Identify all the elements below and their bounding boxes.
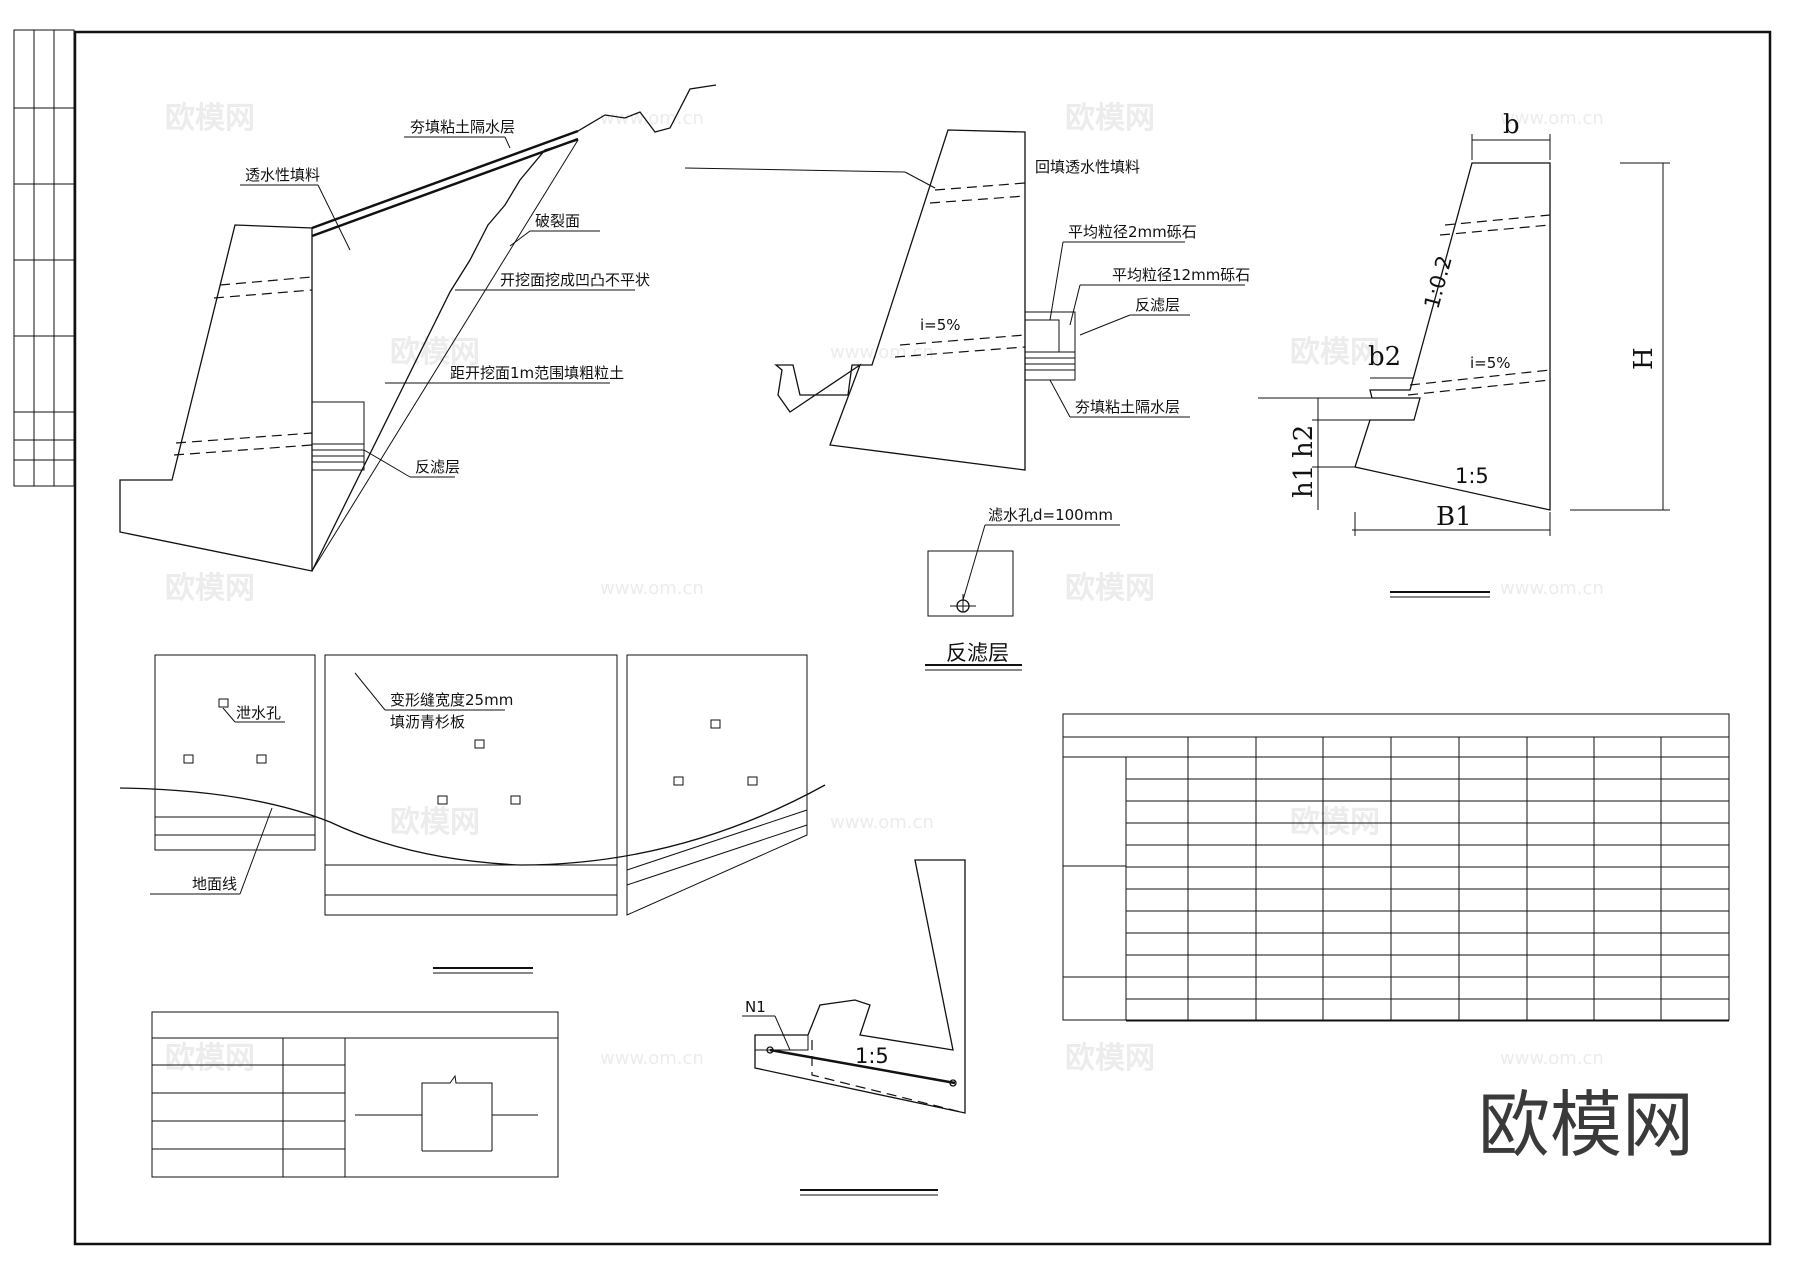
label-coarse-soil: 距开挖面1m范围填粗粒土 bbox=[450, 364, 624, 382]
label-gravel-12mm: 平均粒径12mm砾石 bbox=[1112, 266, 1250, 284]
watermark-brand: 欧模网 bbox=[1065, 1041, 1155, 1076]
brand-logo: 欧模网 bbox=[1478, 1083, 1694, 1167]
side-title-strip bbox=[13, 29, 75, 487]
label-rebar-n1: N1 bbox=[745, 998, 766, 1016]
small-table bbox=[151, 1011, 559, 1178]
label-filter-layer-mid: 反滤层 bbox=[1135, 296, 1180, 314]
wall-body bbox=[1354, 162, 1551, 511]
watermark-url: www.om.cn bbox=[1500, 1048, 1604, 1069]
ratio-rebar: 1:5 bbox=[855, 1044, 889, 1068]
label-joint-fill: 填沥青杉板 bbox=[390, 713, 465, 731]
excavation-line bbox=[311, 139, 579, 572]
ground-line bbox=[119, 784, 826, 866]
drain-hole-detail: 滤水孔d=100mm 反滤层 bbox=[925, 506, 1120, 671]
label-fracture-surface: 破裂面 bbox=[535, 212, 580, 230]
watermark-brand: 欧模网 bbox=[390, 335, 480, 370]
label-drain-detail-title: 反滤层 bbox=[946, 641, 1009, 665]
watermark-brand: 欧模网 bbox=[390, 805, 480, 840]
watermark-url: www.om.cn bbox=[1500, 578, 1604, 599]
rebar-section: N1 1:5 bbox=[742, 859, 966, 1196]
watermark-url: www.om.cn bbox=[600, 108, 704, 129]
label-filter-layer-left: 反滤层 bbox=[415, 458, 460, 476]
watermark-url: www.om.cn bbox=[830, 342, 934, 363]
watermark-layer: 欧模网 欧模网 欧模网 欧模网 欧模网 欧模网 欧模网 欧模网 欧模网 欧模网 … bbox=[165, 101, 1604, 1076]
large-table bbox=[1062, 713, 1730, 1022]
watermark-brand: 欧模网 bbox=[1065, 571, 1155, 606]
dimension-section: b H b2 1:0.2 i=5% 1:5 h1 h2 B1 bbox=[1258, 110, 1670, 598]
watermark-brand: 欧模网 bbox=[1290, 335, 1380, 370]
watermark-brand: 欧模网 bbox=[165, 1041, 255, 1076]
dim-H: H bbox=[1629, 347, 1659, 370]
wall-body bbox=[774, 129, 1026, 471]
dim-b2: b2 bbox=[1368, 342, 1401, 372]
elevation-view: 泄水孔 变形缝宽度25mm 填沥青杉板 地面线 bbox=[119, 654, 826, 974]
left-wall-section: 夯填粘土隔水层 透水性填料 破裂面 开挖面挖成凹凸不平状 距开挖面1m范围填粗粒… bbox=[119, 84, 717, 572]
watermark-brand: 欧模网 bbox=[165, 571, 255, 606]
ratio-back: 1:0.2 bbox=[1420, 253, 1457, 311]
watermark-brand: 欧模网 bbox=[1065, 101, 1155, 136]
slope-right: i=5% bbox=[1470, 354, 1511, 372]
label-clay-layer-mid: 夯填粘土隔水层 bbox=[1075, 398, 1180, 416]
label-backfill: 回填透水性填料 bbox=[1035, 158, 1140, 176]
dim-B1: B1 bbox=[1436, 502, 1472, 532]
watermark-brand: 欧模网 bbox=[165, 101, 255, 136]
label-drain-hole: 滤水孔d=100mm bbox=[988, 506, 1113, 524]
wall-body bbox=[119, 224, 313, 572]
wall-body bbox=[754, 859, 966, 1114]
ratio-base: 1:5 bbox=[1455, 464, 1489, 488]
label-permeable-fill: 透水性填料 bbox=[245, 166, 320, 184]
label-joint-width: 变形缝宽度25mm bbox=[390, 691, 513, 709]
dim-h1: h1 bbox=[1289, 465, 1319, 498]
watermark-url: www.om.cn bbox=[600, 578, 704, 599]
watermark-url: www.om.cn bbox=[830, 812, 934, 833]
dim-b: b bbox=[1503, 110, 1520, 140]
dim-h2: h2 bbox=[1289, 425, 1319, 458]
label-drain-hole-elev: 泄水孔 bbox=[236, 704, 281, 722]
fracture-line bbox=[311, 139, 579, 572]
slope-middle: i=5% bbox=[920, 316, 961, 334]
watermark-url: www.om.cn bbox=[600, 1048, 704, 1069]
drawing-border bbox=[73, 30, 1772, 1246]
middle-wall-section: i=5% 回填透水性填料 平均粒径2mm砾石 平均粒径12mm砾石 反滤层 夯填… bbox=[684, 129, 1250, 471]
label-clay-layer: 夯填粘土隔水层 bbox=[410, 118, 515, 136]
sheet-frame bbox=[13, 29, 1772, 1246]
watermark-url: www.om.cn bbox=[1500, 108, 1604, 129]
label-excavation-surface: 开挖面挖成凹凸不平状 bbox=[500, 271, 650, 289]
label-ground-line: 地面线 bbox=[192, 875, 237, 893]
label-gravel-2mm: 平均粒径2mm砾石 bbox=[1068, 223, 1197, 241]
